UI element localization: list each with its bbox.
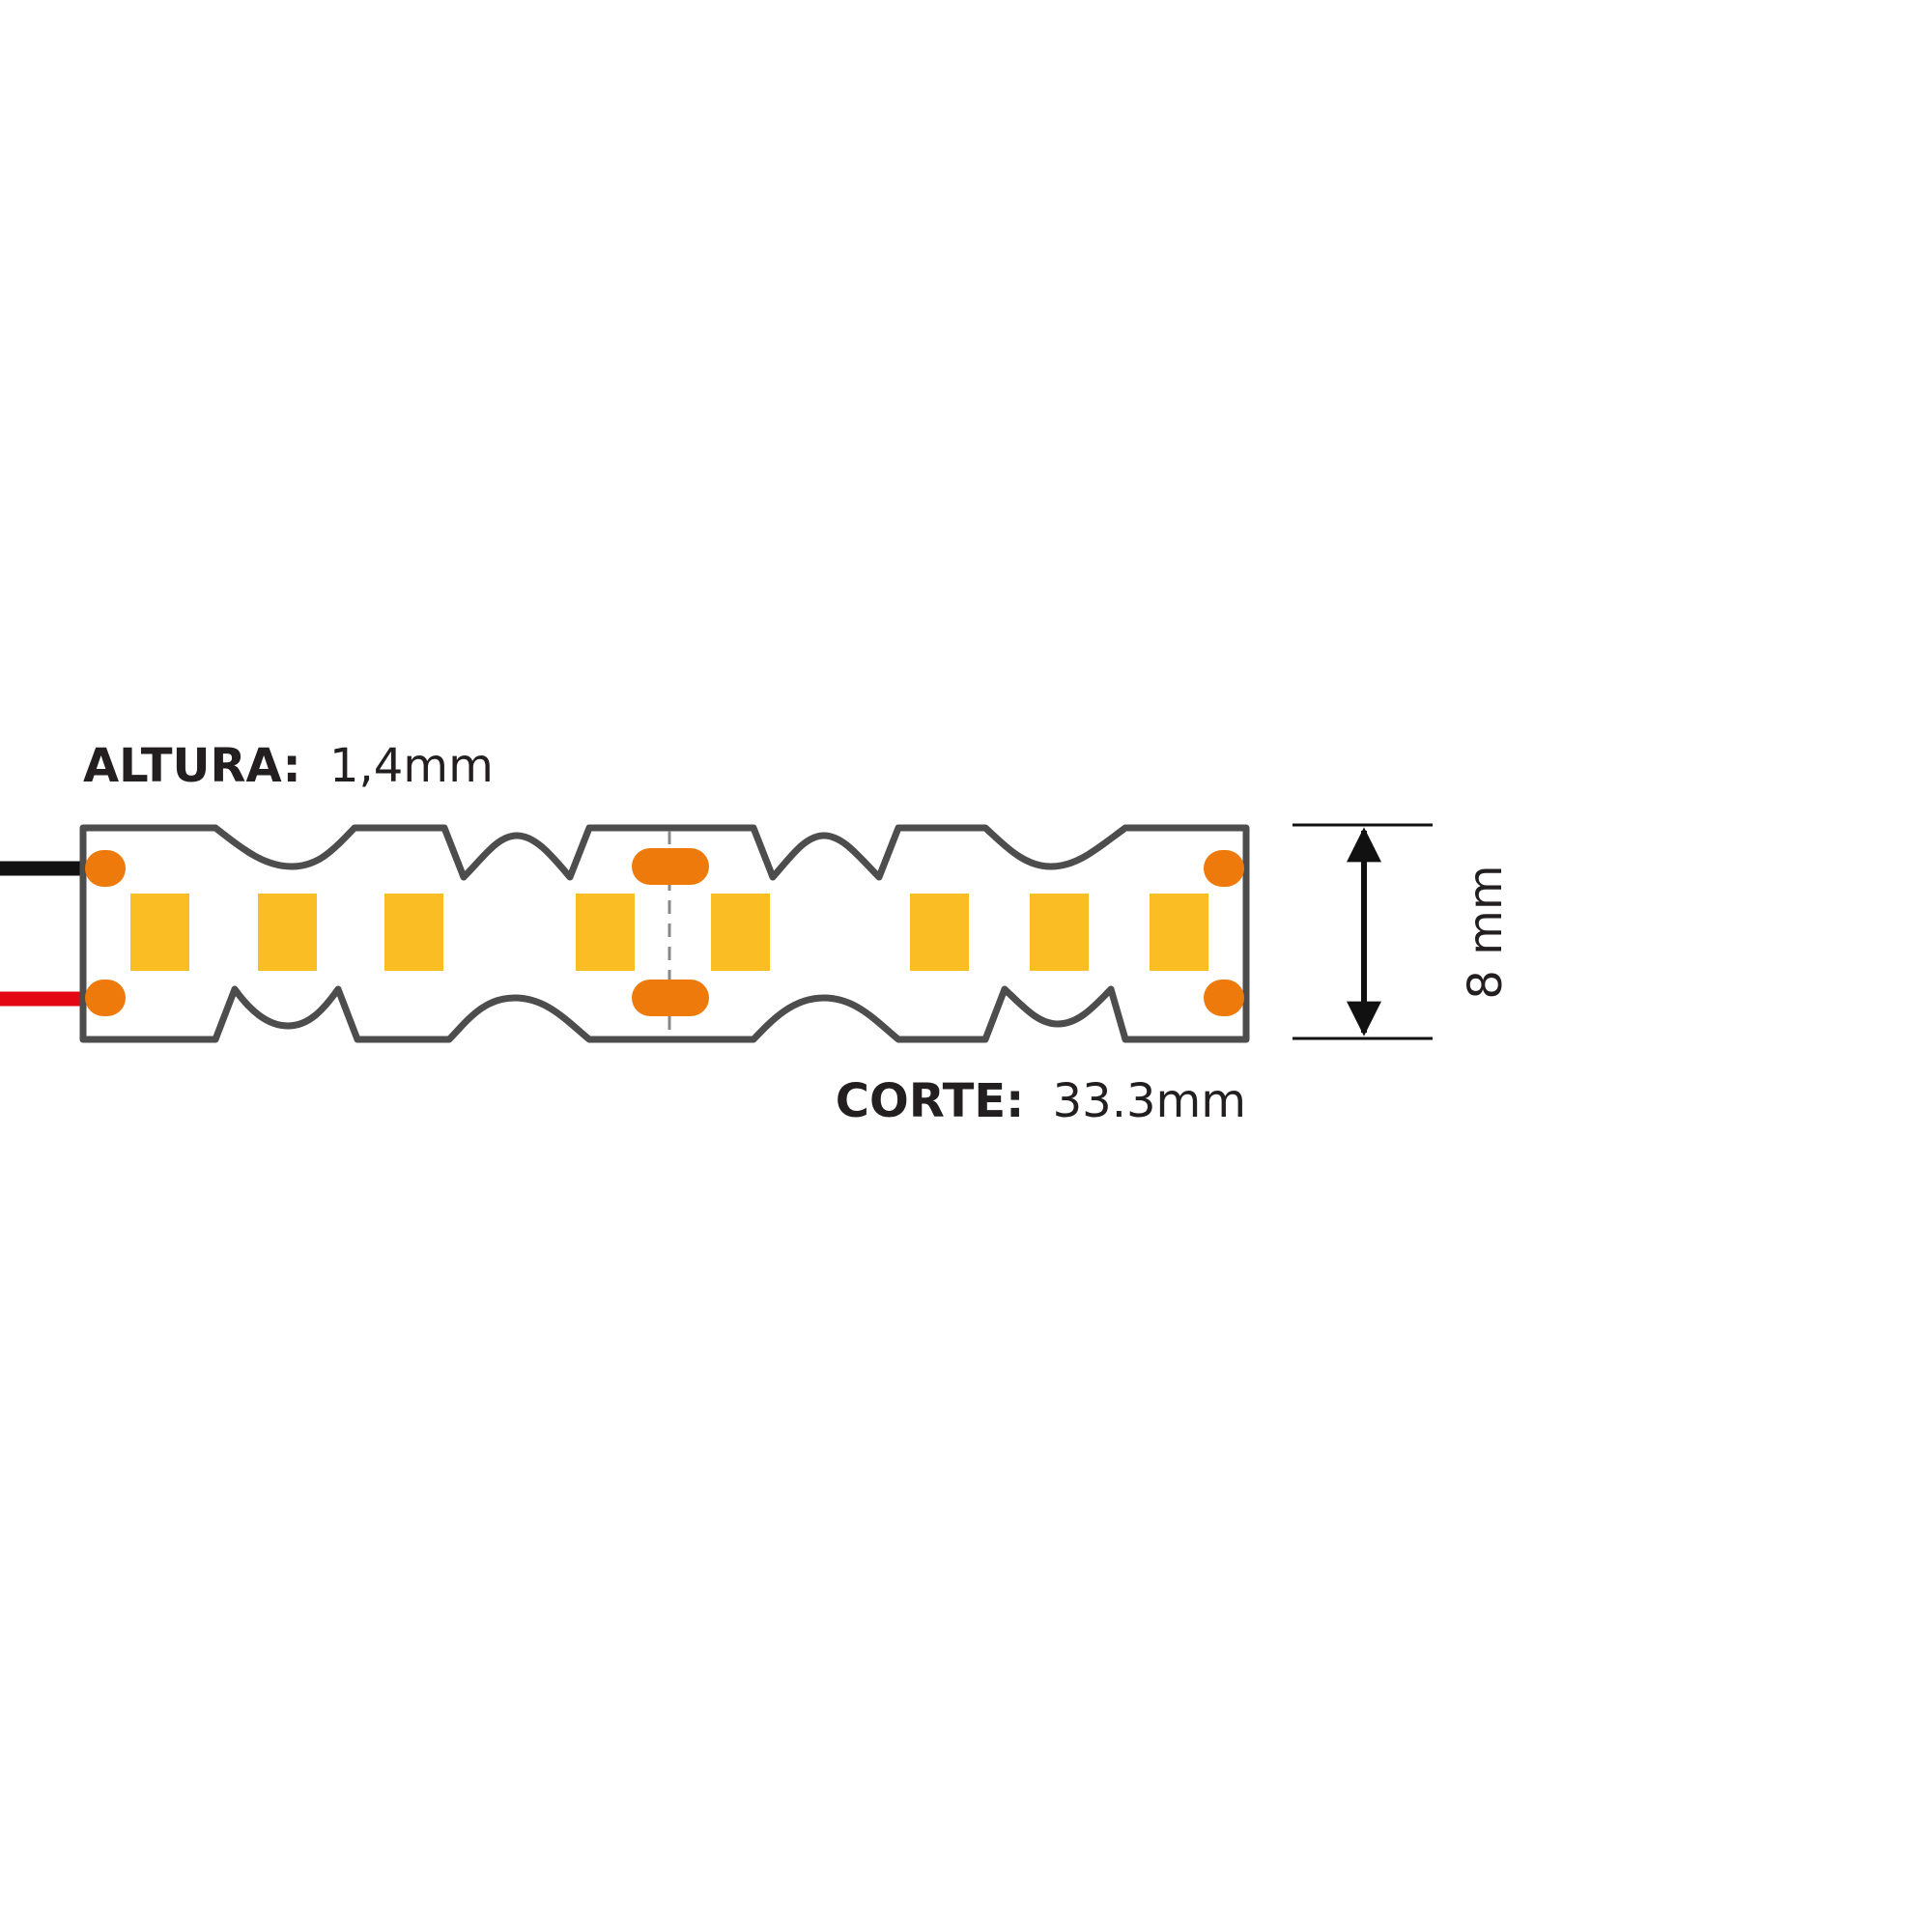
cut-label-value: 33.3mm (1053, 1074, 1246, 1128)
led-chip (1150, 894, 1208, 971)
height-label-key: ALTURA: (83, 739, 301, 793)
led-chip (384, 894, 443, 971)
solder-pad-right-bottom (1204, 980, 1244, 1016)
led-chip (910, 894, 969, 971)
solder-pad-center-bottom (632, 980, 709, 1016)
width-label: 8 mm (1459, 865, 1513, 999)
solder-pad-right-top (1204, 850, 1244, 887)
led-chip (258, 894, 317, 971)
led-chip (576, 894, 635, 971)
cut-label-key: CORTE: (836, 1074, 1025, 1128)
cut-label: CORTE: 33.3mm (836, 1074, 1246, 1128)
led-chip (1030, 894, 1089, 971)
solder-pad-left-top (85, 850, 126, 887)
solder-pad-center-top (632, 848, 709, 885)
height-label: ALTURA: 1,4mm (83, 739, 494, 793)
led-chip (130, 894, 189, 971)
led-chip (711, 894, 770, 971)
height-label-value: 1,4mm (329, 739, 494, 793)
strip-outline (79, 824, 1250, 1043)
solder-pad-left-bottom (85, 980, 126, 1016)
